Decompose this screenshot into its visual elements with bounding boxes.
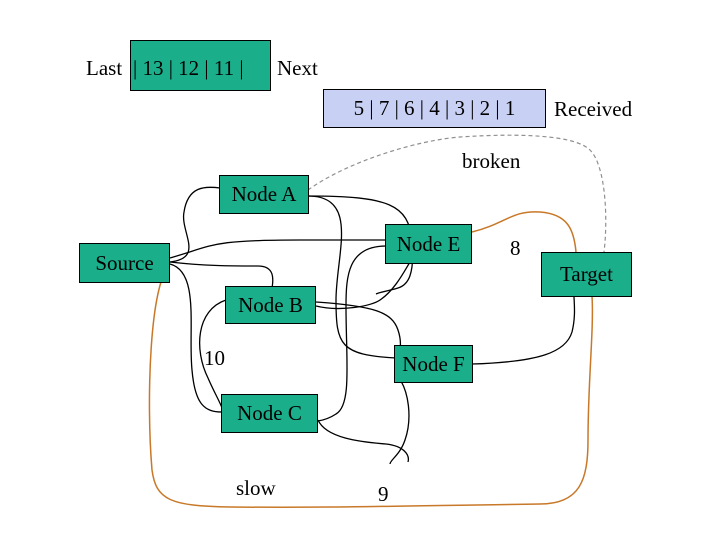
link-node-b-node-e — [315, 261, 411, 310]
node-e-label: Node E — [396, 231, 461, 256]
link-node-b-node-c — [199, 299, 227, 409]
link-node-c-nine — [317, 419, 410, 463]
link-node-f-nine — [389, 373, 410, 465]
node-source[interactable]: Source — [79, 243, 170, 283]
broken-link — [307, 134, 607, 253]
annotation-nine: 9 — [378, 482, 389, 506]
received-sequence: 5 | 7 | 6 | 4 | 3 | 2 | 1 — [353, 96, 516, 120]
slow-link — [148, 265, 594, 509]
link-node-e-node-c — [317, 245, 387, 422]
node-source-label: Source — [95, 250, 154, 275]
annotation-slow: slow — [236, 476, 276, 500]
node-a[interactable]: Node A — [219, 175, 309, 214]
node-b[interactable]: Node B — [225, 286, 316, 324]
queue-highlight — [130, 40, 271, 91]
annotation-broken: broken — [462, 149, 521, 173]
node-c-label: Node C — [237, 401, 302, 425]
link-node-b-node-f — [315, 301, 402, 351]
received-sequence-box: 5 | 7 | 6 | 4 | 3 | 2 | 1 — [323, 89, 546, 128]
link-source-node-c — [169, 263, 223, 413]
link-source-node-b — [169, 261, 274, 290]
queue-last-label: Last — [86, 56, 123, 80]
queue-next-label: Next — [277, 56, 318, 80]
annotation-eight: 8 — [510, 236, 521, 260]
node-a-label: Node A — [231, 182, 297, 206]
link-node-e-target — [471, 211, 577, 253]
annotation-ten: 10 — [204, 346, 225, 370]
link-source-node-e — [169, 239, 386, 259]
link-node-f-target — [471, 295, 576, 365]
node-f[interactable]: Node F — [394, 345, 473, 383]
node-c[interactable]: Node C — [221, 394, 318, 433]
received-label: Received — [554, 97, 633, 121]
queue-sequence: | 13 | 12 | 11 | — [133, 56, 244, 80]
node-target[interactable]: Target — [541, 252, 632, 297]
node-target-label: Target — [560, 262, 613, 286]
node-b-label: Node B — [238, 292, 303, 317]
link-node-a-node-f — [307, 195, 397, 359]
node-e[interactable]: Node E — [385, 224, 472, 264]
link-source-node-a — [169, 186, 221, 263]
node-f-label: Node F — [402, 351, 465, 376]
